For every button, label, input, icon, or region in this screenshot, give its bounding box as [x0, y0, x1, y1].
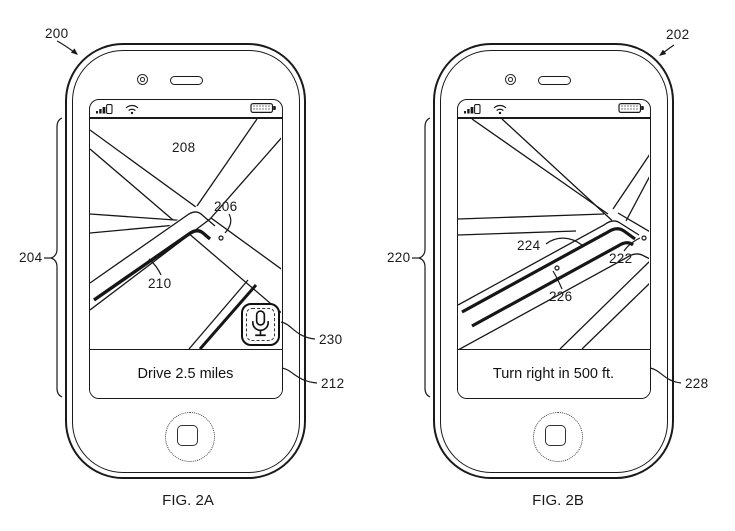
touchscreen-display: Turn right in 500 ft. [456, 98, 651, 399]
map-view [457, 118, 649, 349]
ref-label-map: 208 [172, 140, 196, 155]
ref-label-display-2b: 220 [387, 250, 411, 265]
instruction-text: Drive 2.5 miles [137, 365, 234, 382]
navigation-instruction-banner: Drive 2.5 miles [89, 348, 282, 398]
front-camera-icon [505, 74, 516, 85]
ref-label-device-2b: 202 [666, 27, 690, 42]
ref-label-route-2a: 210 [148, 276, 172, 291]
navigation-instruction-banner: Turn right in 500 ft. [457, 348, 650, 398]
phone-device-2a: Drive 2.5 miles [65, 43, 306, 479]
home-button-square-icon [177, 425, 198, 446]
phone-inner-outline [71, 49, 300, 473]
status-bar [89, 100, 282, 119]
home-button-square-icon [545, 425, 566, 446]
home-button [533, 412, 583, 462]
ref-label-banner-2a: 212 [321, 376, 345, 391]
ref-label-display-2a: 204 [19, 250, 43, 265]
camera-lens-dot [140, 77, 145, 82]
touchscreen-display: Drive 2.5 miles [88, 98, 283, 399]
wifi-icon [125, 104, 138, 114]
signal-strength-icon [95, 104, 113, 114]
earpiece-speaker-icon [170, 76, 203, 85]
instruction-text: Turn right in 500 ft. [492, 365, 615, 382]
ref-label-marker-2a: 206 [214, 199, 238, 214]
wifi-icon [493, 104, 506, 114]
figure-caption-2b: FIG. 2B [532, 492, 584, 509]
mic-button-inner-border [245, 307, 275, 341]
ref-label-device-2a: 200 [45, 26, 69, 41]
home-button [165, 412, 215, 462]
earpiece-speaker-icon [538, 76, 571, 85]
figure-caption-2a: FIG. 2A [162, 492, 214, 509]
ref-label-route-2b: 224 [517, 238, 541, 253]
phone-device-2b: Turn right in 500 ft. [433, 43, 674, 479]
ref-label-banner-2b: 228 [685, 376, 709, 391]
camera-lens-dot [508, 77, 513, 82]
map-view [89, 118, 281, 349]
battery-icon [249, 103, 276, 114]
front-camera-icon [137, 74, 148, 85]
battery-icon [617, 103, 644, 114]
phone-inner-outline [439, 49, 668, 473]
status-bar [457, 100, 650, 119]
microphone-icon [251, 309, 269, 336]
ref-label-mic-button: 230 [319, 332, 343, 347]
ref-label-position-dot: 226 [549, 289, 573, 304]
ref-label-marker-2b: 222 [609, 251, 633, 266]
voice-assistant-button [240, 302, 280, 346]
signal-strength-icon [463, 104, 481, 114]
